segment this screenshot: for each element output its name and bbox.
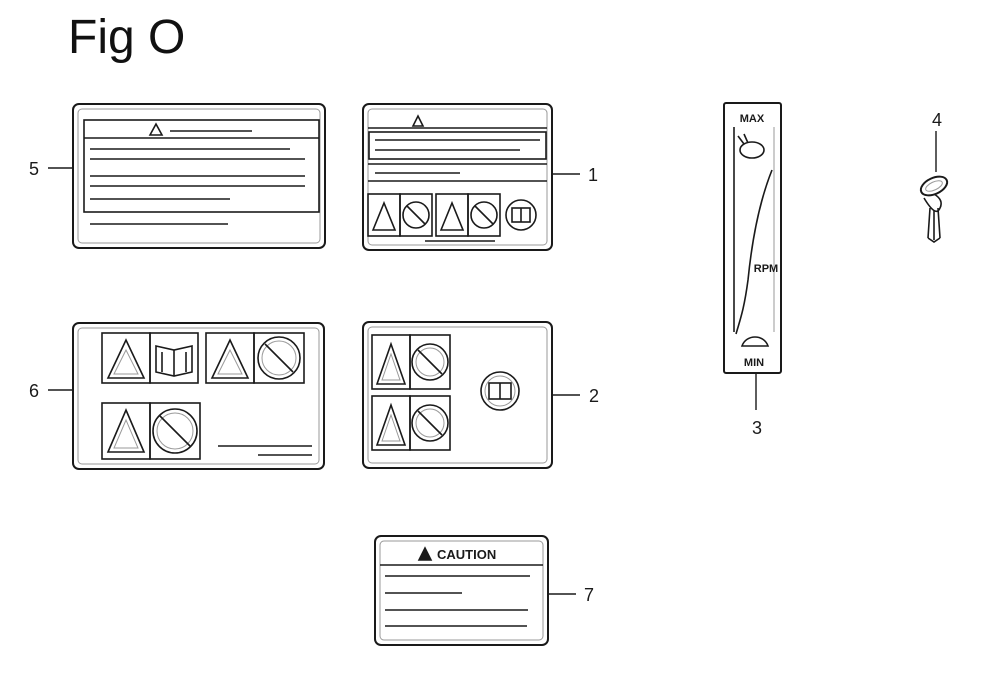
leader-lines — [48, 131, 937, 595]
warning-triangle-icon — [148, 122, 164, 136]
caution-heading: CAUTION — [437, 547, 496, 562]
callout-1: 1 — [588, 165, 598, 185]
decal-5[interactable] — [72, 103, 326, 249]
clip-part-4[interactable] — [918, 173, 950, 243]
decal-6[interactable] — [72, 322, 325, 470]
figure-title: Fig O — [68, 11, 186, 64]
warning-triangle-icon — [439, 200, 465, 231]
callout-4: 4 — [932, 110, 942, 130]
callout-3: 3 — [752, 418, 762, 438]
decal-1[interactable] — [362, 103, 553, 251]
prohibition-icon — [402, 201, 430, 229]
decal-2[interactable] — [362, 321, 553, 469]
prohibition-icon — [152, 408, 198, 454]
warning-triangle-icon — [106, 338, 146, 379]
rabbit-icon — [737, 133, 765, 159]
prohibition-icon — [411, 343, 449, 381]
manual-book-icon — [480, 371, 520, 411]
prohibition-icon — [470, 201, 498, 229]
warning-triangle-icon — [106, 407, 146, 453]
callout-5: 5 — [29, 159, 39, 179]
manual-book-icon — [505, 199, 537, 231]
warning-triangle-icon — [417, 546, 433, 561]
callout-7: 7 — [584, 585, 594, 605]
warning-triangle-icon — [411, 114, 425, 127]
warning-triangle-icon — [375, 402, 407, 446]
manual-book-icon — [155, 345, 193, 377]
prohibition-icon — [257, 336, 301, 380]
warning-triangle-icon — [210, 338, 250, 379]
throttle-curve — [735, 169, 773, 335]
warning-triangle-icon — [375, 341, 407, 385]
throttle-decal-3[interactable] — [723, 102, 782, 374]
callout-6: 6 — [29, 381, 39, 401]
callout-2: 2 — [589, 386, 599, 406]
caution-decal-7[interactable] — [374, 535, 549, 646]
throttle-max-label: MAX — [740, 113, 765, 125]
warning-triangle-icon — [371, 200, 397, 231]
throttle-rpm-label: RPM — [754, 263, 778, 275]
throttle-min-label: MIN — [744, 357, 764, 369]
prohibition-icon — [411, 404, 449, 442]
turtle-icon — [740, 336, 770, 347]
